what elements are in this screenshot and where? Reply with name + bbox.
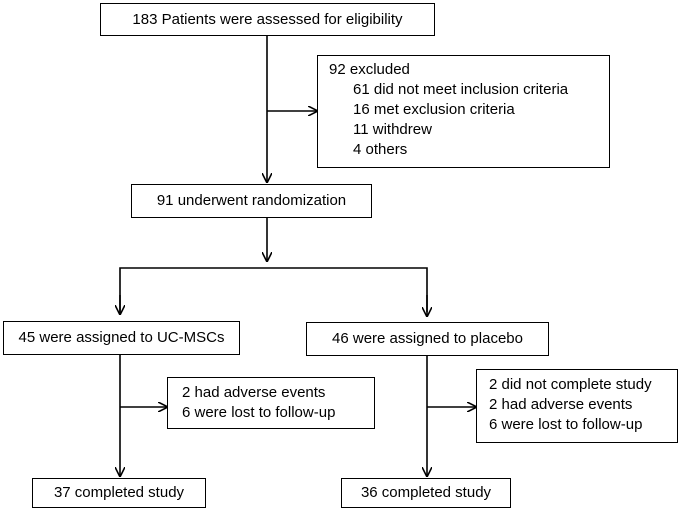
arm-placebo-completed-box: 36 completed study: [341, 478, 511, 508]
arm-placebo-losses-box: 2 did not complete study 2 had adverse e…: [476, 369, 678, 443]
loss-item: 2 had adverse events: [182, 384, 326, 401]
excluded-reason: 4 others: [353, 141, 408, 158]
excluded-title: 92 excluded: [329, 61, 410, 78]
loss-item: 2 had adverse events: [489, 396, 633, 413]
arm-ucmsc-losses-box: 2 had adverse events 6 were lost to foll…: [167, 377, 375, 429]
arm-ucmsc-assigned-box: 45 were assigned to UC-MSCs: [3, 321, 240, 355]
excluded-reason: 61 did not meet inclusion criteria: [353, 81, 569, 98]
loss-item: 6 were lost to follow-up: [182, 404, 336, 421]
loss-item: 6 were lost to follow-up: [489, 416, 643, 433]
excluded-box: 92 excluded 61 did not meet inclusion cr…: [317, 55, 610, 168]
arm-assigned-label: 46 were assigned to placebo: [332, 330, 523, 347]
loss-item: 2 did not complete study: [489, 376, 652, 393]
randomization-label: 91 underwent randomization: [156, 192, 347, 209]
screening-box: 183 Patients were assessed for eligibili…: [100, 3, 435, 36]
arm-assigned-label: 45 were assigned to UC-MSCs: [18, 329, 225, 346]
completed-label: 36 completed study: [360, 484, 492, 501]
arm-placebo-assigned-box: 46 were assigned to placebo: [306, 322, 549, 356]
screening-label: 183 Patients were assessed for eligibili…: [132, 10, 403, 28]
randomization-box: 91 underwent randomization: [131, 184, 372, 218]
completed-label: 37 completed study: [53, 484, 185, 501]
excluded-reason: 11 withdrew: [353, 121, 432, 138]
split-connector: [119, 267, 428, 312]
excluded-reason: 16 met exclusion criteria: [353, 101, 515, 118]
arm-ucmsc-completed-box: 37 completed study: [32, 478, 206, 508]
